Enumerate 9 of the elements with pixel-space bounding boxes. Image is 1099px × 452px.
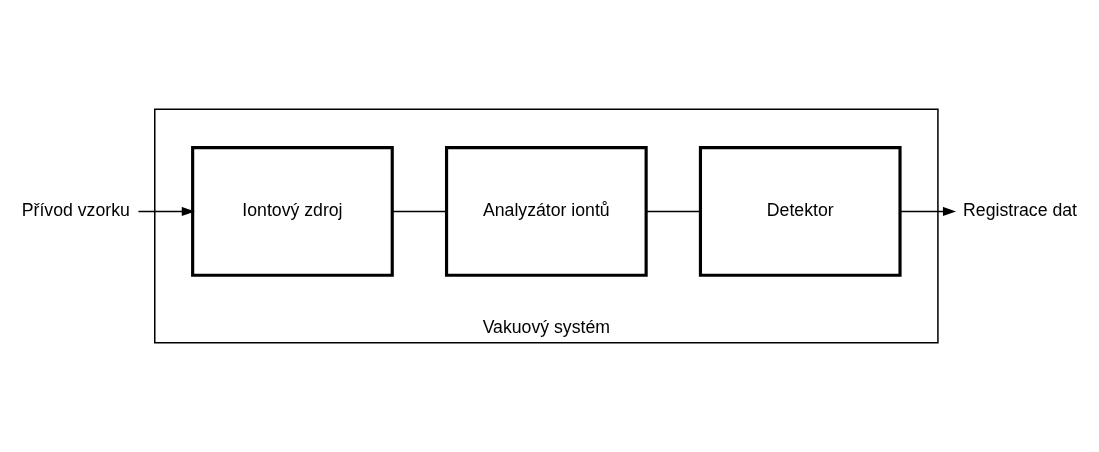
node-box: Analyzátor iontů — [444, 146, 648, 277]
node-text: Přívod vzorku — [21, 200, 130, 221]
node-text: Registrace dat — [963, 200, 1077, 221]
connector — [391, 210, 448, 213]
node-box: Detektor — [698, 146, 902, 277]
node-box: Iontový zdroj — [191, 146, 394, 277]
connector — [645, 210, 701, 213]
arrow — [137, 206, 195, 217]
arrow — [899, 206, 957, 217]
